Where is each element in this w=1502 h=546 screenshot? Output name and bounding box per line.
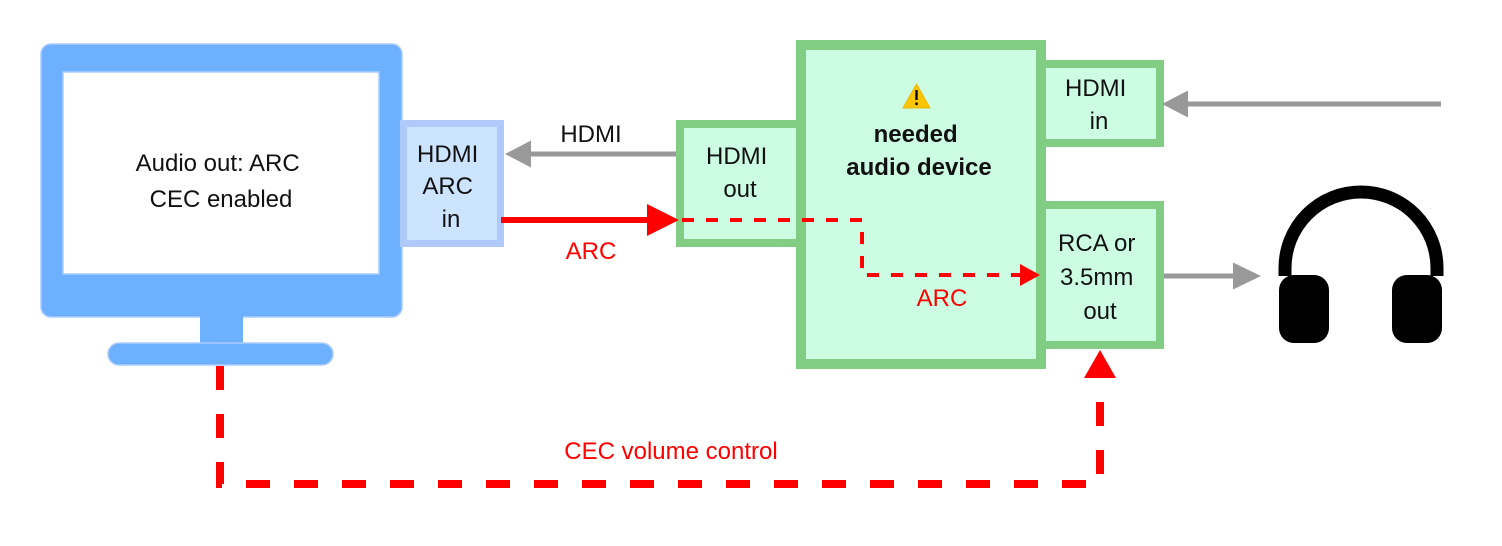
warning-icon	[902, 83, 931, 109]
audio-device-hdmi-out-port: HDMI out	[676, 120, 804, 247]
tv-screen-line-2: CEC enabled	[150, 186, 293, 213]
hdmi-in-connection	[1162, 90, 1441, 118]
analog-out-fill-patch	[1046, 209, 1052, 341]
tv-screen	[62, 71, 380, 275]
internal-arc-path: ARC	[682, 218, 1040, 312]
audio-device-hdmi-in-port: HDMI in	[1037, 60, 1164, 147]
tv-screen-text: Audio out: ARC CEC enabled	[136, 150, 307, 213]
hdmi-out-label: HDMI out	[706, 143, 774, 203]
hdmi-arrowhead	[505, 140, 531, 168]
hdmi-in-label: HDMI in	[1065, 75, 1133, 135]
tv-screen-line-1: Audio out: ARC	[136, 150, 300, 177]
cec-connection-label: CEC volume control	[564, 438, 777, 465]
hdmi-connection: HDMI	[505, 121, 676, 168]
cec-connection: CEC volume control	[216, 350, 1116, 488]
analog-out-connection	[1164, 262, 1261, 290]
headphones-icon	[1278, 185, 1444, 343]
internal-arc-arrowhead	[1020, 264, 1040, 286]
tv-stand-neck	[200, 316, 243, 346]
analog-out-label: RCA or 3.5mm out	[1058, 230, 1142, 325]
audio-device-title: needed audio device	[846, 121, 991, 181]
hdmi-in-fill-patch	[1046, 68, 1052, 139]
audio-device-fill-patch	[806, 50, 810, 359]
internal-arc-label: ARC	[917, 285, 968, 312]
hdmi-in-arrowhead	[1162, 90, 1188, 118]
audio-device: needed audio device	[796, 40, 1046, 369]
arc-arrowhead	[647, 204, 679, 236]
cec-arrowhead	[1084, 350, 1116, 378]
hdmi-connection-label: HDMI	[560, 121, 621, 148]
audio-device-analog-out-port: RCA or 3.5mm out	[1037, 201, 1164, 349]
tv-monitor: Audio out: ARC CEC enabled	[40, 43, 403, 366]
arc-connection: ARC	[501, 204, 679, 265]
audio-device-right-border	[1036, 40, 1046, 369]
tv-port-label: HDMI ARC in	[417, 141, 485, 233]
analog-out-arrowhead	[1233, 262, 1261, 290]
audio-device-left-border	[796, 40, 806, 369]
arc-connection-label: ARC	[566, 238, 617, 265]
tv-hdmi-arc-in-port: HDMI ARC in	[400, 120, 504, 247]
tv-stand-base	[107, 342, 334, 366]
